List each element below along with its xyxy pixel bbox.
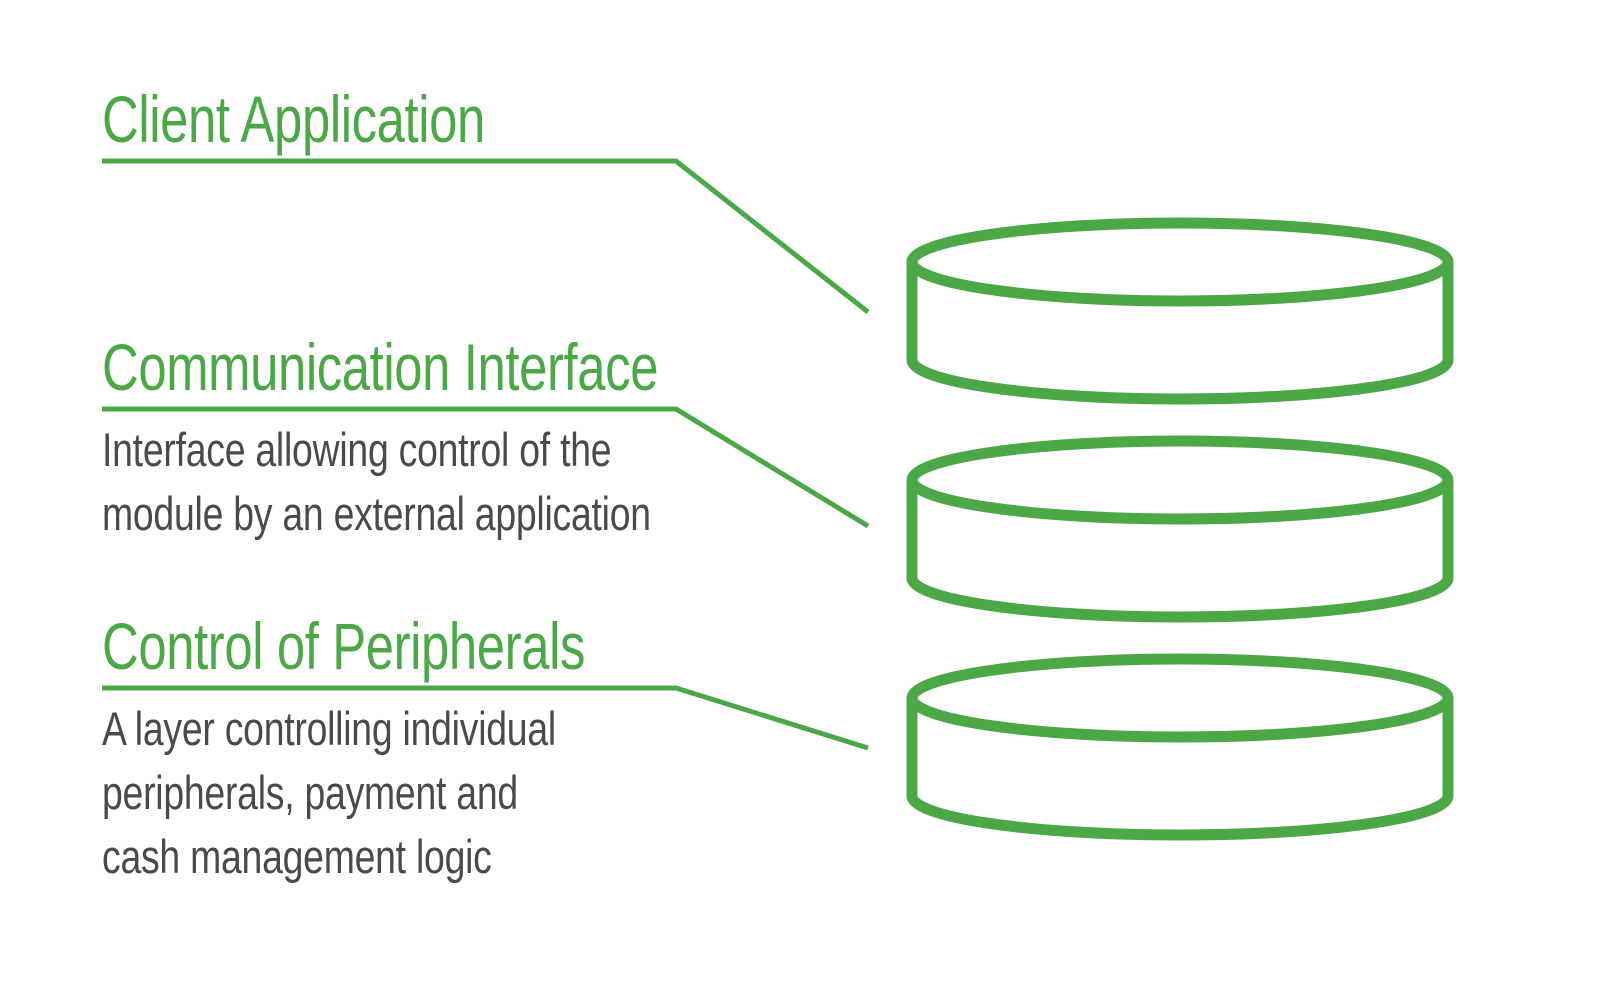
leader-line-communication-interface	[102, 406, 870, 529]
disk-top-ellipse	[906, 435, 1454, 525]
disk-top-ellipse	[906, 217, 1454, 307]
disk-body	[906, 698, 1454, 841]
leader-line-client-application	[102, 158, 870, 314]
description-line: peripherals, payment and	[102, 766, 518, 819]
layer-description-communication-interface: Interface allowing control of the module…	[102, 418, 651, 546]
description-line: A layer controlling individual	[102, 702, 556, 755]
layer-title-client-application: Client Application	[102, 82, 485, 156]
disk-layer-icon-control-of-peripherals	[906, 653, 1454, 841]
layer-description-control-of-peripherals: A layer controlling individual periphera…	[102, 697, 556, 889]
disk-top-ellipse	[906, 653, 1454, 743]
layer-title-control-of-peripherals: Control of Peripherals	[102, 609, 586, 683]
disk-layer-icon-communication-interface	[906, 435, 1454, 623]
layer-title-communication-interface: Communication Interface	[102, 330, 659, 404]
description-line: cash management logic	[102, 830, 492, 883]
disk-body	[906, 480, 1454, 623]
description-line: Interface allowing control of the	[102, 423, 612, 476]
leader-line-control-of-peripherals	[102, 685, 869, 751]
disk-layer-icon-client-application	[906, 217, 1454, 405]
disk-body	[906, 262, 1454, 405]
description-line: module by an external application	[102, 487, 651, 540]
